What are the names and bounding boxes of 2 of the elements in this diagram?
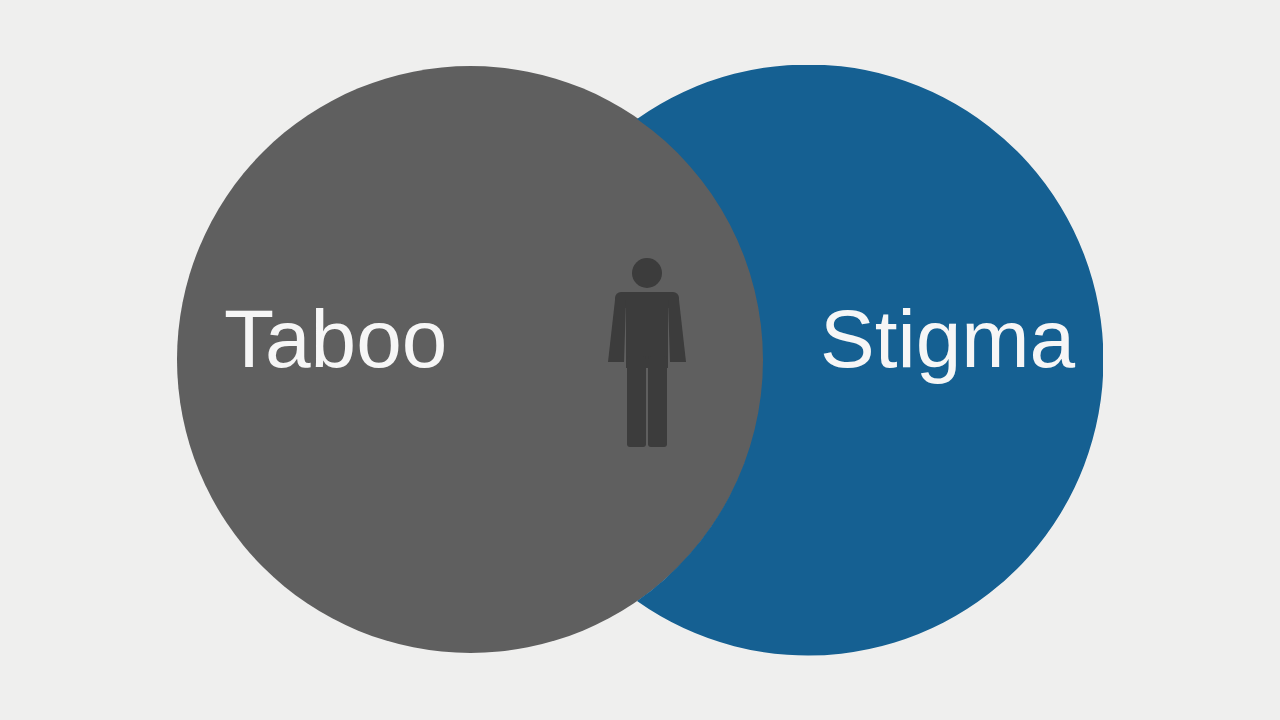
circle-label: Taboo: [224, 298, 448, 380]
person-icon: [605, 256, 689, 448]
